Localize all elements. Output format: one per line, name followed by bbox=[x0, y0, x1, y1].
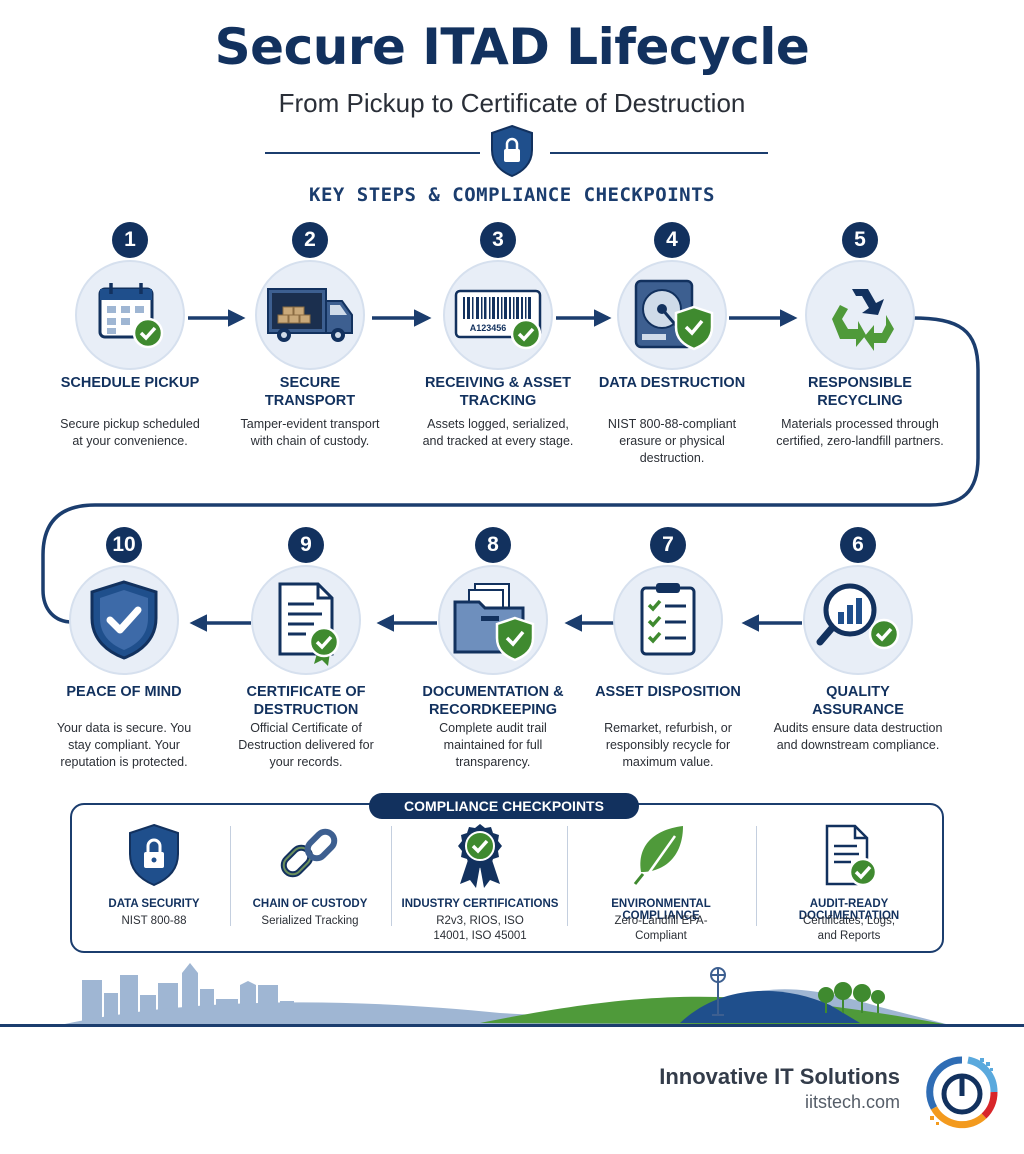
compliance-sub: NIST 800-88 bbox=[121, 915, 187, 927]
compliance-label: DATA SECURITY bbox=[108, 898, 200, 910]
step-label: CERTIFICATE OF DESTRUCTION bbox=[246, 684, 366, 718]
step-icon-circle bbox=[613, 565, 723, 675]
step-description: Assets logged, serialized, and tracked a… bbox=[422, 417, 574, 448]
clipboard-checklist-icon bbox=[640, 583, 696, 656]
page-subtitle: From Pickup to Certificate of Destructio… bbox=[278, 88, 746, 118]
lock-shield-icon bbox=[129, 823, 179, 887]
step-icon-circle bbox=[805, 260, 915, 370]
compliance-item-environmental-compliance: ENVIRONMENTAL COMPLIANCE Zero-Landfill E… bbox=[575, 820, 747, 945]
compliance-item-audit-ready-documentation: AUDIT-READY DOCUMENTATION Certificates, … bbox=[763, 820, 935, 945]
compliance-sub: Serialized Tracking bbox=[261, 915, 359, 927]
step-label: RECEIVING & ASSET TRACKING bbox=[424, 375, 572, 409]
step-label: PEACE OF MIND bbox=[66, 684, 182, 700]
company-logo bbox=[926, 1056, 998, 1129]
divider-right bbox=[550, 152, 768, 154]
divider-left bbox=[265, 152, 480, 154]
step-label: RESPONSIBLE RECYCLING bbox=[808, 375, 912, 409]
leaf-icon bbox=[633, 826, 683, 885]
step-number: 6 bbox=[840, 527, 876, 563]
step-label: DOCUMENTATION & RECORDKEEPING bbox=[422, 684, 564, 718]
step-label: DATA DESTRUCTION bbox=[598, 375, 746, 391]
divider bbox=[230, 826, 231, 926]
document-check-icon bbox=[825, 824, 878, 887]
step-description: Secure pickup scheduled at your convenie… bbox=[60, 417, 200, 448]
step-description: Complete audit trail maintained for full… bbox=[439, 721, 547, 769]
compliance-heading: COMPLIANCE CHECKPOINTS bbox=[369, 793, 639, 819]
step-icon-circle bbox=[255, 260, 365, 370]
page-title: Secure ITAD Lifecycle bbox=[214, 18, 810, 76]
step-description: Materials processed through certified, z… bbox=[776, 417, 944, 448]
certificate-icon bbox=[278, 582, 340, 666]
compliance-sub: R2v3, RIOS, ISO 14001, ISO 45001 bbox=[433, 915, 527, 942]
calendar-check-icon bbox=[98, 283, 164, 349]
step-icon-circle bbox=[438, 565, 548, 675]
compliance-label: CHAIN OF CUSTODY bbox=[252, 898, 368, 910]
compliance-item-data-security: DATA SECURITY NIST 800-88 bbox=[68, 820, 240, 945]
step-label: ASSET DISPOSITION bbox=[595, 684, 741, 700]
chain-link-icon bbox=[280, 828, 338, 878]
ground-line bbox=[0, 1024, 1024, 1027]
step-icon-circle bbox=[803, 565, 913, 675]
compliance-item-chain-of-custody: CHAIN OF CUSTODY Serialized Tracking bbox=[224, 820, 396, 945]
step-description: Your data is secure. You stay compliant.… bbox=[56, 721, 192, 769]
step-number: 7 bbox=[650, 527, 686, 563]
barcode-icon: A123456 bbox=[454, 289, 542, 350]
compliance-sub: Certificates, Logs, and Reports bbox=[802, 915, 896, 942]
hard-drive-shield-icon bbox=[634, 279, 714, 351]
brand-name: Innovative IT Solutions bbox=[659, 1064, 900, 1089]
step-number: 3 bbox=[480, 222, 516, 258]
compliance-label: AUDIT-READY DOCUMENTATION bbox=[798, 898, 900, 922]
step-number: 5 bbox=[842, 222, 878, 258]
truck-icon bbox=[267, 288, 353, 342]
step-label: QUALITY ASSURANCE bbox=[812, 684, 904, 718]
compliance-item-industry-certifications: INDUSTRY CERTIFICATIONS R2v3, RIOS, ISO … bbox=[394, 820, 566, 945]
step-description: Tamper-evident transport with chain of c… bbox=[240, 417, 380, 448]
shield-check-icon bbox=[90, 580, 158, 660]
step-description: NIST 800-88-compliant erasure or physica… bbox=[607, 417, 737, 465]
compliance-label: INDUSTRY CERTIFICATIONS bbox=[401, 898, 559, 910]
step-icon-circle: A123456 bbox=[443, 260, 553, 370]
divider bbox=[756, 826, 757, 926]
magnifier-chart-icon bbox=[816, 583, 900, 650]
skyline-illustration bbox=[60, 963, 950, 1025]
award-ribbon-icon bbox=[458, 824, 502, 888]
brand-block: Innovative IT Solutions iitstech.com bbox=[659, 1064, 900, 1113]
compliance-sub: Zero-Landfill EPA-Compliant bbox=[614, 915, 708, 942]
step-number: 2 bbox=[292, 222, 328, 258]
step-icon-circle bbox=[69, 565, 179, 675]
step-icon-circle bbox=[251, 565, 361, 675]
compliance-label: ENVIRONMENTAL COMPLIANCE bbox=[611, 898, 711, 922]
step-icon-circle bbox=[75, 260, 185, 370]
step-description: Remarket, refurbish, or responsibly recy… bbox=[604, 721, 732, 769]
step-number: 10 bbox=[106, 527, 142, 563]
step-description: Audits ensure data destruction and downs… bbox=[773, 721, 943, 752]
lock-shield-icon bbox=[491, 124, 533, 178]
step-number: 4 bbox=[654, 222, 690, 258]
recycle-icon bbox=[832, 289, 894, 351]
folder-shield-icon bbox=[453, 583, 535, 662]
step-label: SCHEDULE PICKUP bbox=[60, 375, 200, 391]
divider bbox=[567, 826, 568, 926]
step-number: 8 bbox=[475, 527, 511, 563]
step-icon-circle bbox=[617, 260, 727, 370]
step-description: Official Certificate of Destruction deli… bbox=[238, 721, 374, 769]
step-number: 1 bbox=[112, 222, 148, 258]
brand-url: iitstech.com bbox=[804, 1092, 900, 1112]
section-heading: KEY STEPS & COMPLIANCE CHECKPOINTS bbox=[309, 184, 715, 206]
step-label: SECURE TRANSPORT bbox=[264, 375, 356, 409]
barcode-text: A123456 bbox=[470, 323, 507, 333]
step-number: 9 bbox=[288, 527, 324, 563]
divider bbox=[391, 826, 392, 926]
